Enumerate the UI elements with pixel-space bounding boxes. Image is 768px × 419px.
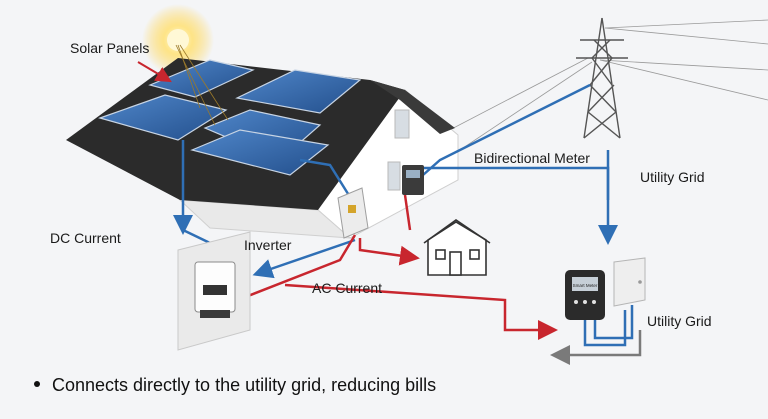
label-bidirectional-meter: Bidirectional Meter	[474, 150, 590, 166]
breaker-box-icon	[613, 257, 646, 307]
bidirectional-meter-on-house	[402, 165, 424, 195]
label-dc-current: DC Current	[50, 230, 121, 246]
grid-return-arrow	[550, 330, 642, 365]
inverter-icon	[177, 231, 251, 351]
bullet-text: Connects directly to the utility grid, r…	[52, 375, 437, 395]
sun-icon	[142, 4, 214, 76]
house-icon	[423, 219, 491, 276]
window-bottom	[387, 161, 401, 191]
solar-panel-2	[235, 69, 362, 114]
label-utility-grid-top: Utility Grid	[640, 169, 705, 185]
solar-panel-3	[98, 94, 228, 141]
power-lines	[439, 19, 768, 151]
bullet-point: Connects directly to the utility grid, r…	[34, 375, 436, 396]
solar-panel-5	[190, 129, 330, 176]
meter-icon: Smart Meter	[565, 270, 605, 320]
solar-panels-pointer	[137, 61, 172, 83]
label-utility-grid-bottom: Utility Grid	[647, 313, 712, 329]
solar-panel-array	[98, 59, 362, 176]
meter-screen-text: Smart Meter	[573, 283, 598, 288]
bullet-dot	[34, 381, 40, 388]
sun-rays	[175, 44, 229, 126]
house-inverter-box	[337, 187, 369, 239]
ac-wiring	[224, 194, 558, 340]
window-top	[394, 109, 410, 139]
label-inverter: Inverter	[244, 237, 292, 253]
label-solar-panels: Solar Panels	[70, 40, 150, 56]
transmission-tower-icon	[576, 17, 628, 139]
label-ac-current: AC Current	[312, 280, 383, 296]
